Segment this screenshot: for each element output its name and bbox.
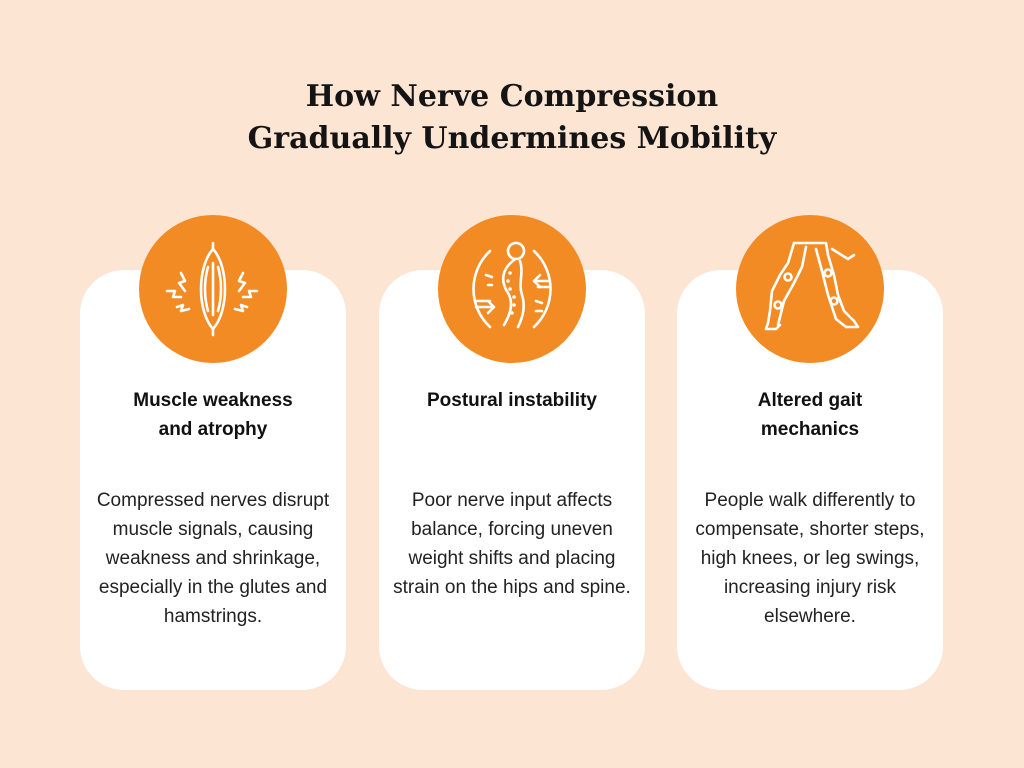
card-heading: Postural instability xyxy=(427,390,597,411)
card-heading: Muscle weakness and atrophy xyxy=(133,390,293,440)
muscle-nerve-icon xyxy=(139,215,287,363)
legs-gait-icon xyxy=(736,215,884,363)
card-body: People walk differently to compensate, s… xyxy=(695,490,925,627)
title-line-1: How Nerve Compression xyxy=(305,79,719,114)
card-postural-instability: Postural instability Poor nerve input af… xyxy=(379,270,645,690)
card-body: Poor nerve input affects balance, forcin… xyxy=(393,490,631,598)
spine-posture-icon xyxy=(438,215,586,363)
card-heading: Altered gait mechanics xyxy=(757,390,863,440)
card-body: Compressed nerves disrupt muscle signals… xyxy=(96,490,330,627)
page-title: How Nerve Compression Gradually Undermin… xyxy=(0,76,1024,160)
title-line-2: Gradually Undermines Mobility xyxy=(247,121,777,156)
